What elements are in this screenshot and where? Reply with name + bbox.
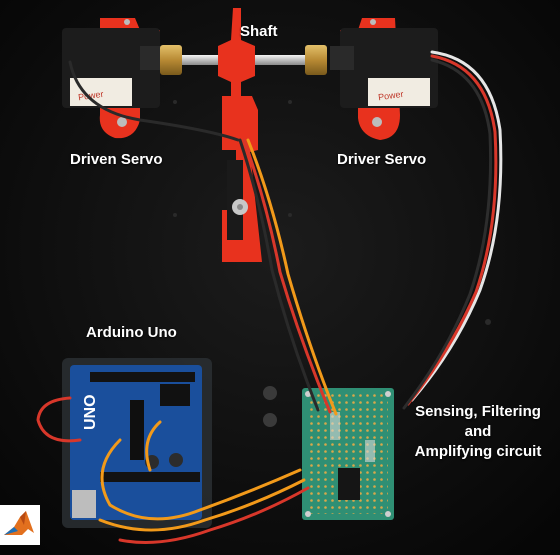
matlab-logo-icon xyxy=(0,505,40,545)
svg-text:Power: Power xyxy=(377,89,404,102)
sensing-label-line-1: Sensing, Filtering xyxy=(415,403,541,420)
sensing-label-line-2: and xyxy=(464,423,492,440)
driven-servo-label: Driven Servo xyxy=(70,151,163,168)
shaft-assembly xyxy=(160,8,327,98)
sensing-label-line-3: Amplifying circuit xyxy=(414,443,542,460)
driver-servo: Power xyxy=(330,18,438,140)
shaft-label: Shaft xyxy=(240,23,278,40)
wiring xyxy=(36,50,503,544)
svg-text:UNO: UNO xyxy=(82,394,99,430)
sensing-circuit-label: Sensing, Filtering and Amplifying circui… xyxy=(398,402,558,462)
driver-servo-label: Driver Servo xyxy=(337,151,427,168)
arduino-board: UNO xyxy=(62,358,212,528)
perfboard-circuit xyxy=(302,388,394,520)
plate-holes xyxy=(173,100,491,427)
arduino-uno-label: Arduino Uno xyxy=(86,324,177,341)
